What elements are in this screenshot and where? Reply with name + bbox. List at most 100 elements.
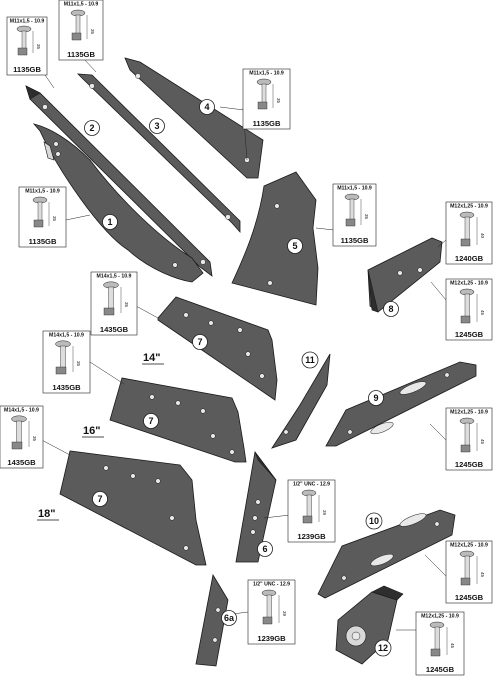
bolt-spec: M11x1,5 - 10.9 xyxy=(337,186,372,192)
part-7-share-18 xyxy=(59,450,207,566)
bolt-spec: M12x1,25 - 10.9 xyxy=(450,204,488,210)
svg-text:12: 12 xyxy=(378,643,388,653)
callout-part-7-14: 7 xyxy=(192,334,208,350)
callout-part-8: 8 xyxy=(383,301,399,317)
size-labels: 14" 16" 18" xyxy=(37,352,164,521)
part-12-bracket xyxy=(335,585,404,665)
bolt-spec: 1/2" UNC - 12.9 xyxy=(293,482,330,488)
size-label-16: 16" xyxy=(83,425,100,437)
bolt-code: 1245GB xyxy=(455,460,484,469)
part-4-bar xyxy=(124,57,264,179)
bolt-box-b15: M12x1,25 - 10.9 45 1245GB xyxy=(415,611,465,676)
bolt-box-b6: M14x1,5 - 10.9 35 1435GB xyxy=(90,271,138,336)
callout-part-3: 3 xyxy=(149,118,165,134)
bolt-length: 39 xyxy=(322,510,327,516)
bolt-box-b14: 1/2" UNC - 12.9 39 1239GB xyxy=(247,579,296,645)
bolt-code: 1245GB xyxy=(426,665,455,674)
bolt-box-b10: M12x1,25 - 10.9 45 1245GB xyxy=(445,278,493,341)
size-label-18: 18" xyxy=(38,508,55,520)
svg-text:7: 7 xyxy=(197,337,202,347)
callout-part-4: 4 xyxy=(199,99,215,115)
callout-part-11: 11 xyxy=(301,351,319,369)
callout-part-6a: 6a xyxy=(221,610,237,626)
callouts: 1 2 3 4 5 6 6a 7 7 7 8 9 10 11 12 xyxy=(84,99,399,657)
bolt-length: 35 xyxy=(32,436,37,442)
svg-text:2: 2 xyxy=(89,123,94,133)
part-10-point xyxy=(317,509,456,599)
bolt-spec: M11x1,5 - 10.9 xyxy=(10,19,45,25)
bolt-code: 1240GB xyxy=(455,254,484,263)
part-7-share-16 xyxy=(109,377,247,463)
bolt-length: 35 xyxy=(276,98,281,104)
bolt-length: 35 xyxy=(52,216,57,222)
bolt-length: 35 xyxy=(76,361,81,367)
callout-part-9: 9 xyxy=(368,390,384,406)
bolt-box-b3: M11x1,5 - 10.9 35 1135GB xyxy=(242,68,291,130)
bolt-code: 1135GB xyxy=(13,65,41,74)
callout-part-5: 5 xyxy=(287,238,303,254)
bolt-box-b2: M11x1,5 - 10.9 35 1135GB xyxy=(58,0,104,61)
svg-text:3: 3 xyxy=(154,121,159,131)
svg-text:6a: 6a xyxy=(224,613,235,623)
bolt-length: 35 xyxy=(36,44,41,50)
bolt-code: 1135GB xyxy=(29,237,57,246)
svg-text:4: 4 xyxy=(204,102,209,112)
callout-part-2: 2 xyxy=(84,120,100,136)
bolt-length: 35 xyxy=(124,302,129,308)
bolt-box-b7: M14x1,5 - 10.9 35 1435GB xyxy=(42,330,91,394)
bolt-spec: M12x1,25 - 10.9 xyxy=(450,543,488,549)
bolt-box-b9: M12x1,25 - 10.9 40 1240GB xyxy=(445,201,493,265)
bolt-spec: M14x1,5 - 10.9 xyxy=(49,333,84,339)
bolt-length: 45 xyxy=(480,572,485,578)
bolt-code: 1135GB xyxy=(341,236,369,245)
bolt-code: 1435GB xyxy=(52,383,81,392)
svg-text:6: 6 xyxy=(262,544,267,554)
svg-text:7: 7 xyxy=(97,494,102,504)
bolt-length: 35 xyxy=(364,214,369,220)
bolt-code: 1239GB xyxy=(257,634,286,643)
part-9-point xyxy=(325,361,477,447)
bolt-length: 45 xyxy=(480,439,485,445)
bolt-spec: M14x1,5 - 10.9 xyxy=(4,408,39,414)
bolt-box-b8: M14x1,5 - 10.9 35 1435GB xyxy=(0,405,44,469)
leader-lines xyxy=(37,58,447,631)
bolt-code: 1245GB xyxy=(455,593,484,602)
part-6a-shin xyxy=(195,573,229,667)
part-8-bar-point xyxy=(367,237,443,313)
svg-text:1: 1 xyxy=(107,217,112,227)
callout-part-6: 6 xyxy=(257,541,273,557)
bolt-box-b11: M12x1,25 - 10.9 45 1245GB xyxy=(445,407,493,471)
bolt-spec: M12x1,25 - 10.9 xyxy=(450,281,488,287)
svg-text:8: 8 xyxy=(388,304,393,314)
part-3-bar xyxy=(76,73,241,234)
part-5-mouldboard xyxy=(231,171,319,306)
bolt-code: 1435GB xyxy=(100,325,129,334)
bolt-spec: M14x1,5 - 10.9 xyxy=(97,274,132,280)
bolt-length: 45 xyxy=(450,643,455,649)
bolt-box-b4: M11x1,5 - 10.9 35 1135GB xyxy=(18,186,67,248)
callout-part-12: 12 xyxy=(374,639,392,657)
bolt-spec: M11x1,5 - 10.9 xyxy=(249,71,284,77)
callout-part-7-18: 7 xyxy=(92,491,108,507)
bolt-spec: M11x1,5 - 10.9 xyxy=(25,189,60,195)
bolt-box-b1: M11x1,5 - 10.9 35 1135GB xyxy=(6,16,48,76)
bolt-box-b12: 1/2" UNC - 12.9 39 1239GB xyxy=(287,479,336,543)
bolt-spec: M12x1,25 - 10.9 xyxy=(450,410,488,416)
bolt-spec: 1/2" UNC - 12.9 xyxy=(253,582,290,588)
svg-text:9: 9 xyxy=(373,393,378,403)
svg-text:7: 7 xyxy=(148,416,153,426)
callout-part-1: 1 xyxy=(102,214,118,230)
bolt-length: 35 xyxy=(90,29,95,35)
part-7-share-14 xyxy=(157,296,278,401)
size-label-14: 14" xyxy=(143,352,160,364)
bolt-length: 40 xyxy=(480,233,485,239)
bolt-code: 1135GB xyxy=(253,119,281,128)
callout-part-7-16: 7 xyxy=(143,413,159,429)
bolt-box-b5: M11x1,5 - 10.9 35 1135GB xyxy=(332,183,377,247)
part-2-bar xyxy=(25,85,213,277)
part-shapes xyxy=(25,57,477,667)
bolt-length: 45 xyxy=(480,310,485,316)
callout-part-10: 10 xyxy=(365,512,383,530)
